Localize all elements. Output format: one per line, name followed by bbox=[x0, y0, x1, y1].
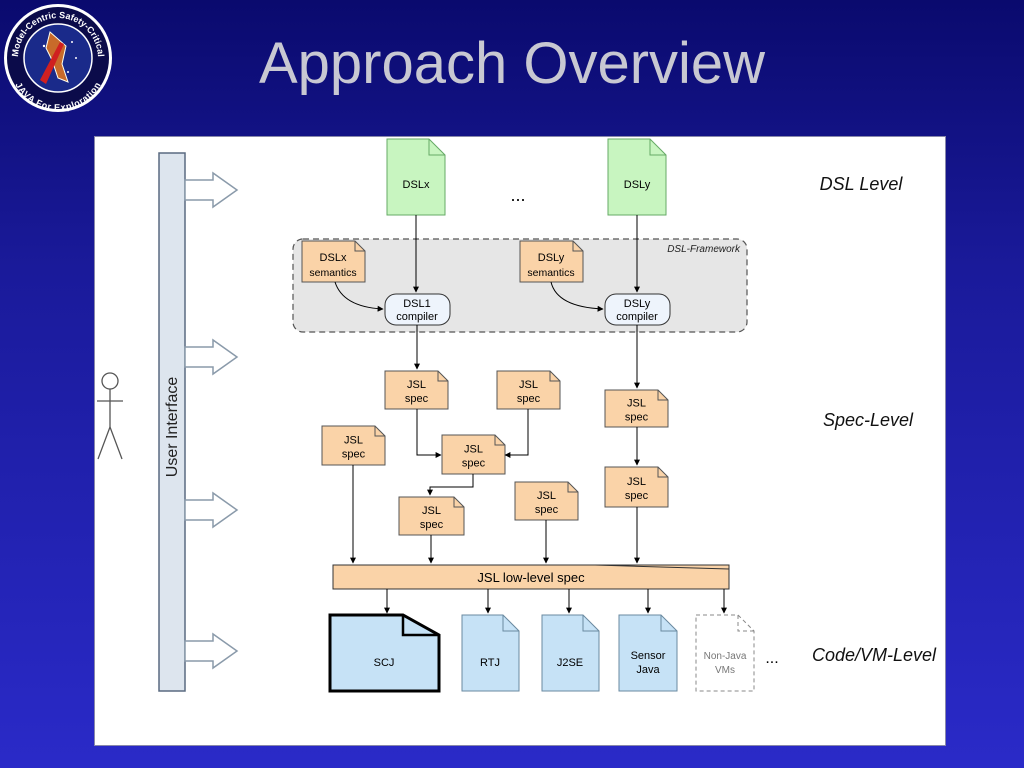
slide-title: Approach Overview bbox=[258, 31, 766, 96]
targets-ellipsis: ... bbox=[765, 650, 778, 667]
architecture-diagram: User Interface DSL-Framework DSLx DSLy .… bbox=[97, 138, 937, 693]
code-vm-level-label: Code/VM-Level bbox=[812, 645, 937, 665]
dsl-x-semantics-line2: semantics bbox=[309, 267, 356, 279]
jsl-spec-doc-d: JSL spec bbox=[321, 425, 386, 466]
j2se-target-document: J2SE bbox=[541, 614, 600, 692]
dsly-compiler-line1: DSLy bbox=[624, 298, 651, 310]
dsl1-compiler-line2: compiler bbox=[396, 311, 438, 323]
mission-logo: Model-Centric Safety-Critical JAVA For E… bbox=[4, 4, 112, 112]
spec-arrows bbox=[350, 325, 640, 564]
dsl-y-semantics-line2: semantics bbox=[527, 267, 574, 279]
dsl1-compiler: DSL1 compiler bbox=[384, 293, 451, 326]
jsl-spec-doc-c-line2: spec bbox=[625, 412, 649, 424]
ui-arrow-code bbox=[184, 633, 238, 669]
user-interface-label: User Interface bbox=[164, 377, 181, 478]
diagram-panel: User Interface DSL-Framework DSLx DSLy .… bbox=[94, 136, 946, 746]
dsl-y-label: DSLy bbox=[624, 179, 651, 191]
dsl-x-document: DSLx bbox=[386, 138, 446, 216]
dsl-x-label: DSLx bbox=[403, 179, 430, 191]
jsl-spec-doc-h-line1: JSL bbox=[627, 476, 646, 488]
dsl-x-semantics-line1: DSLx bbox=[320, 252, 347, 264]
jsl-spec-doc-e-line2: spec bbox=[462, 458, 486, 470]
jsl-spec-doc-h: JSL spec bbox=[604, 466, 669, 508]
dsly-compiler: DSLy compiler bbox=[604, 293, 671, 326]
jsl-spec-doc-a-line1: JSL bbox=[407, 379, 426, 391]
jsl-spec-doc-d-line2: spec bbox=[342, 449, 366, 461]
jsl-spec-doc-b: JSL spec bbox=[496, 370, 561, 410]
dsl1-compiler-line1: DSL1 bbox=[403, 298, 431, 310]
ui-arrow-framework bbox=[184, 339, 238, 375]
jsl-spec-doc-f-line1: JSL bbox=[422, 505, 441, 517]
jsl-spec-doc-a-line2: spec bbox=[405, 393, 429, 405]
dsl-y-semantics-document: DSLy semantics bbox=[519, 240, 584, 283]
dsl-y-semantics-line1: DSLy bbox=[538, 252, 565, 264]
jsl-low-level-spec-bar: JSL low-level spec bbox=[332, 564, 730, 590]
j2se-label: J2SE bbox=[557, 657, 583, 669]
jsl-spec-doc-h-line2: spec bbox=[625, 490, 649, 502]
jsl-spec-doc-c-line1: JSL bbox=[627, 398, 646, 410]
dsl-y-document: DSLy bbox=[607, 138, 667, 216]
sensor-java-target-document: Sensor Java bbox=[618, 614, 678, 692]
jsl-spec-doc-e-line1: JSL bbox=[464, 444, 483, 456]
scj-target-document: SCJ bbox=[328, 613, 441, 693]
non-java-vms-line2: VMs bbox=[715, 665, 735, 676]
dsl-framework-label: DSL-Framework bbox=[667, 244, 741, 255]
rtj-label: RTJ bbox=[480, 657, 500, 669]
jsl-spec-doc-e: JSL spec bbox=[441, 434, 506, 475]
jsl-spec-doc-b-line1: JSL bbox=[519, 379, 538, 391]
user-figure-icon bbox=[97, 372, 123, 460]
dsl-level-label: DSL Level bbox=[820, 174, 904, 194]
non-java-vms-target-document: Non-Java VMs bbox=[695, 614, 755, 692]
rtj-target-document: RTJ bbox=[461, 614, 520, 692]
user-interface-bar bbox=[158, 152, 186, 692]
sensor-java-line1: Sensor bbox=[631, 650, 666, 662]
ui-arrow-dsl bbox=[184, 172, 238, 208]
jsl-spec-doc-g-line2: spec bbox=[535, 504, 559, 516]
jsl-spec-doc-f: JSL spec bbox=[398, 496, 465, 536]
dsl-x-semantics-document: DSLx semantics bbox=[301, 240, 366, 283]
jsl-spec-doc-g: JSL spec bbox=[514, 481, 579, 521]
jsl-spec-doc-f-line2: spec bbox=[420, 519, 444, 531]
jsl-low-level-spec-label: JSL low-level spec bbox=[477, 570, 585, 585]
sensor-java-line2: Java bbox=[636, 664, 660, 676]
dsly-compiler-line2: compiler bbox=[616, 311, 658, 323]
jsl-spec-doc-g-line1: JSL bbox=[537, 490, 556, 502]
spec-level-label: Spec-Level bbox=[823, 410, 914, 430]
ui-arrow-spec bbox=[184, 492, 238, 528]
jsl-spec-doc-c: JSL spec bbox=[604, 389, 669, 428]
jsl-spec-doc-d-line1: JSL bbox=[344, 435, 363, 447]
scj-label: SCJ bbox=[374, 657, 395, 669]
non-java-vms-line1: Non-Java bbox=[704, 651, 747, 662]
jsl-spec-doc-b-line2: spec bbox=[517, 393, 541, 405]
framework-arrows bbox=[334, 215, 640, 312]
target-arrows bbox=[384, 589, 727, 614]
dsl-ellipsis: ... bbox=[510, 185, 525, 205]
jsl-spec-doc-a: JSL spec bbox=[384, 370, 449, 410]
